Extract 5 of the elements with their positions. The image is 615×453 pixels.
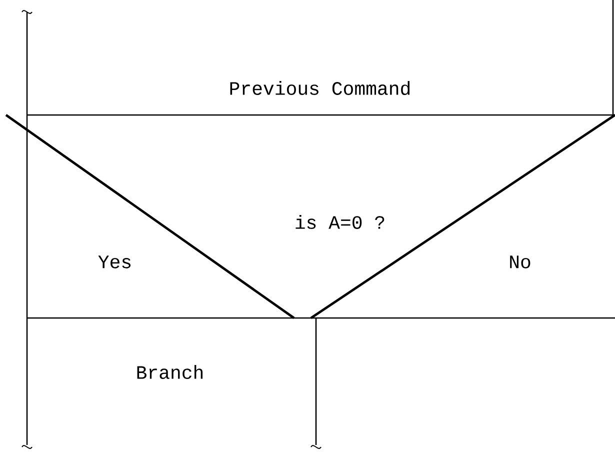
block-text: Yes [98,256,131,268]
block-text: is A=0 ? [296,215,384,229]
block-text: No [510,256,530,268]
block-text: Branch [137,365,203,379]
block-text: Previous Command [230,81,410,95]
